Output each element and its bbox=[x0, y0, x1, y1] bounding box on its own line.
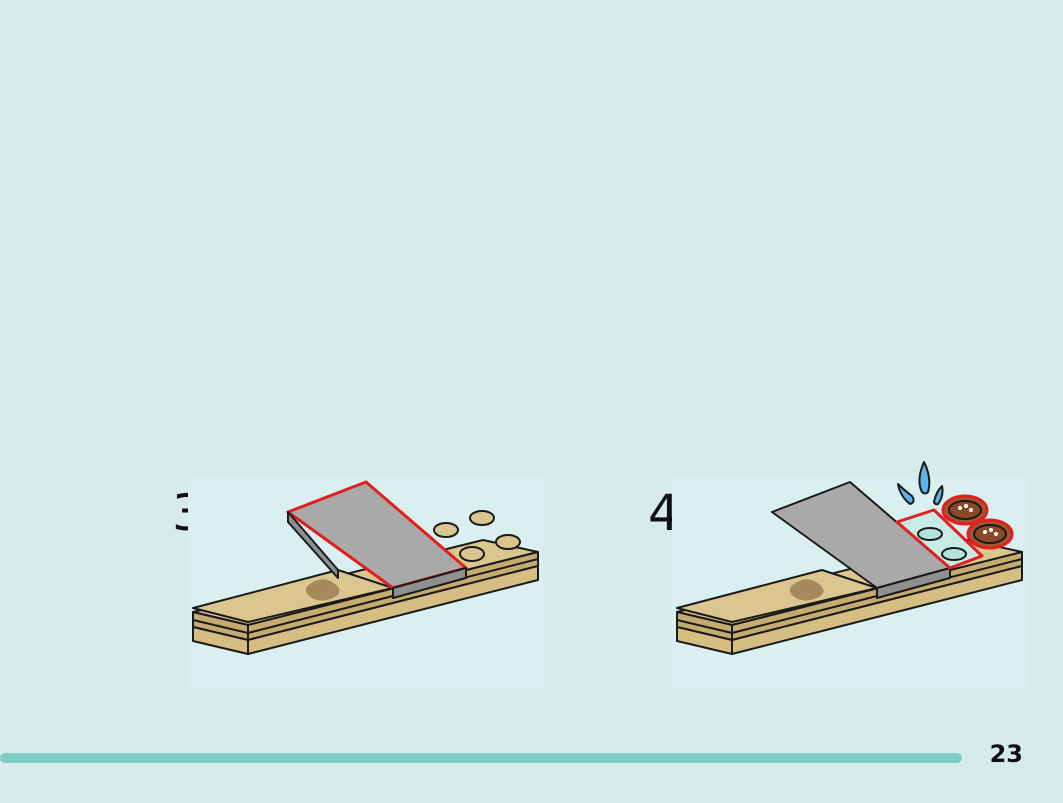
sand-stain bbox=[789, 579, 824, 601]
step-3-build-illustration bbox=[188, 478, 543, 688]
reddish-brown-round-pieces bbox=[941, 494, 1014, 550]
water-splash-icon bbox=[897, 461, 944, 506]
sand-stain bbox=[305, 579, 340, 601]
tan-studs bbox=[433, 510, 521, 562]
page-number: 23 bbox=[989, 740, 1023, 768]
progress-bar bbox=[0, 753, 962, 763]
step-4-build-illustration bbox=[672, 461, 1027, 688]
